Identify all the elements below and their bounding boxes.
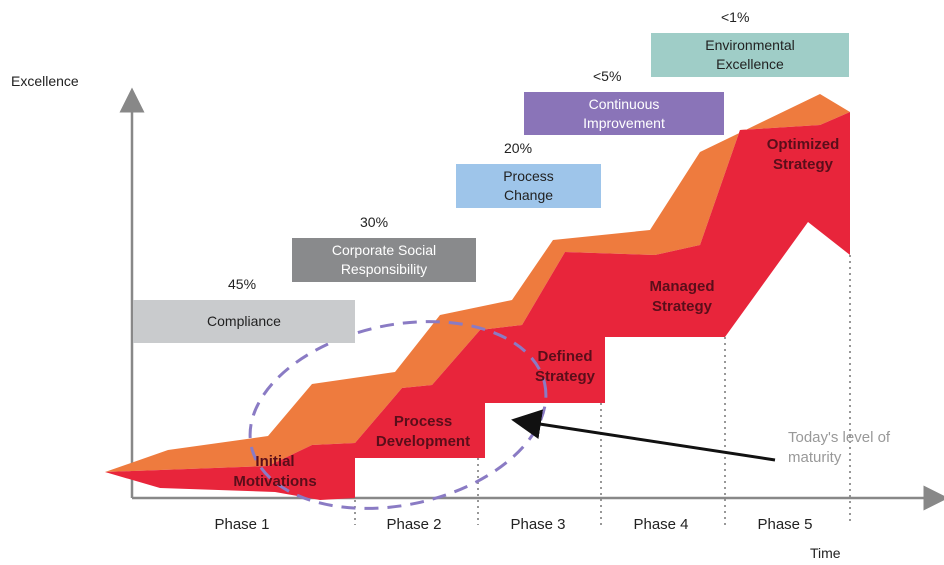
phase-label: Phase 5 [757,516,813,533]
phase-label: Phase 4 [633,516,689,533]
y-axis-label: Excellence [11,73,79,89]
stage-label-defined-strategy: Defined Strategy [534,348,596,385]
maturity-pointer-arrow [511,409,776,462]
maturity-annotation: Today's level of maturity [788,429,891,466]
stage-label-optimized-strategy: Optimized Strategy [766,136,840,173]
stage-label-initial-motivations: Initial Motivations [233,453,317,490]
current-maturity-ellipse [248,320,548,510]
level-box-environmental-excellence: Environmental Excellence [651,33,849,77]
x-axis-label: Time [810,545,841,561]
level-percent: 20% [504,140,533,156]
phase-label: Phase 2 [386,516,442,533]
phase-label: Phase 3 [510,516,566,533]
level-box-process-change: Process Change [456,164,601,208]
level-percent: 45% [228,276,257,292]
level-box-compliance: Compliance [133,300,355,343]
level-box-continuous-improvement: Continuous Improvement [524,92,724,135]
level-percent: <1% [721,9,750,25]
stair-front-face [105,112,850,500]
stage-label-process-development: Process Development [375,413,471,450]
level-box-csr: Corporate Social Responsibility [292,238,476,282]
level-percent: 30% [360,214,389,230]
phase-label: Phase 1 [214,516,270,533]
stage-label-managed-strategy: Managed Strategy [649,278,715,315]
level-percent: <5% [593,68,622,84]
